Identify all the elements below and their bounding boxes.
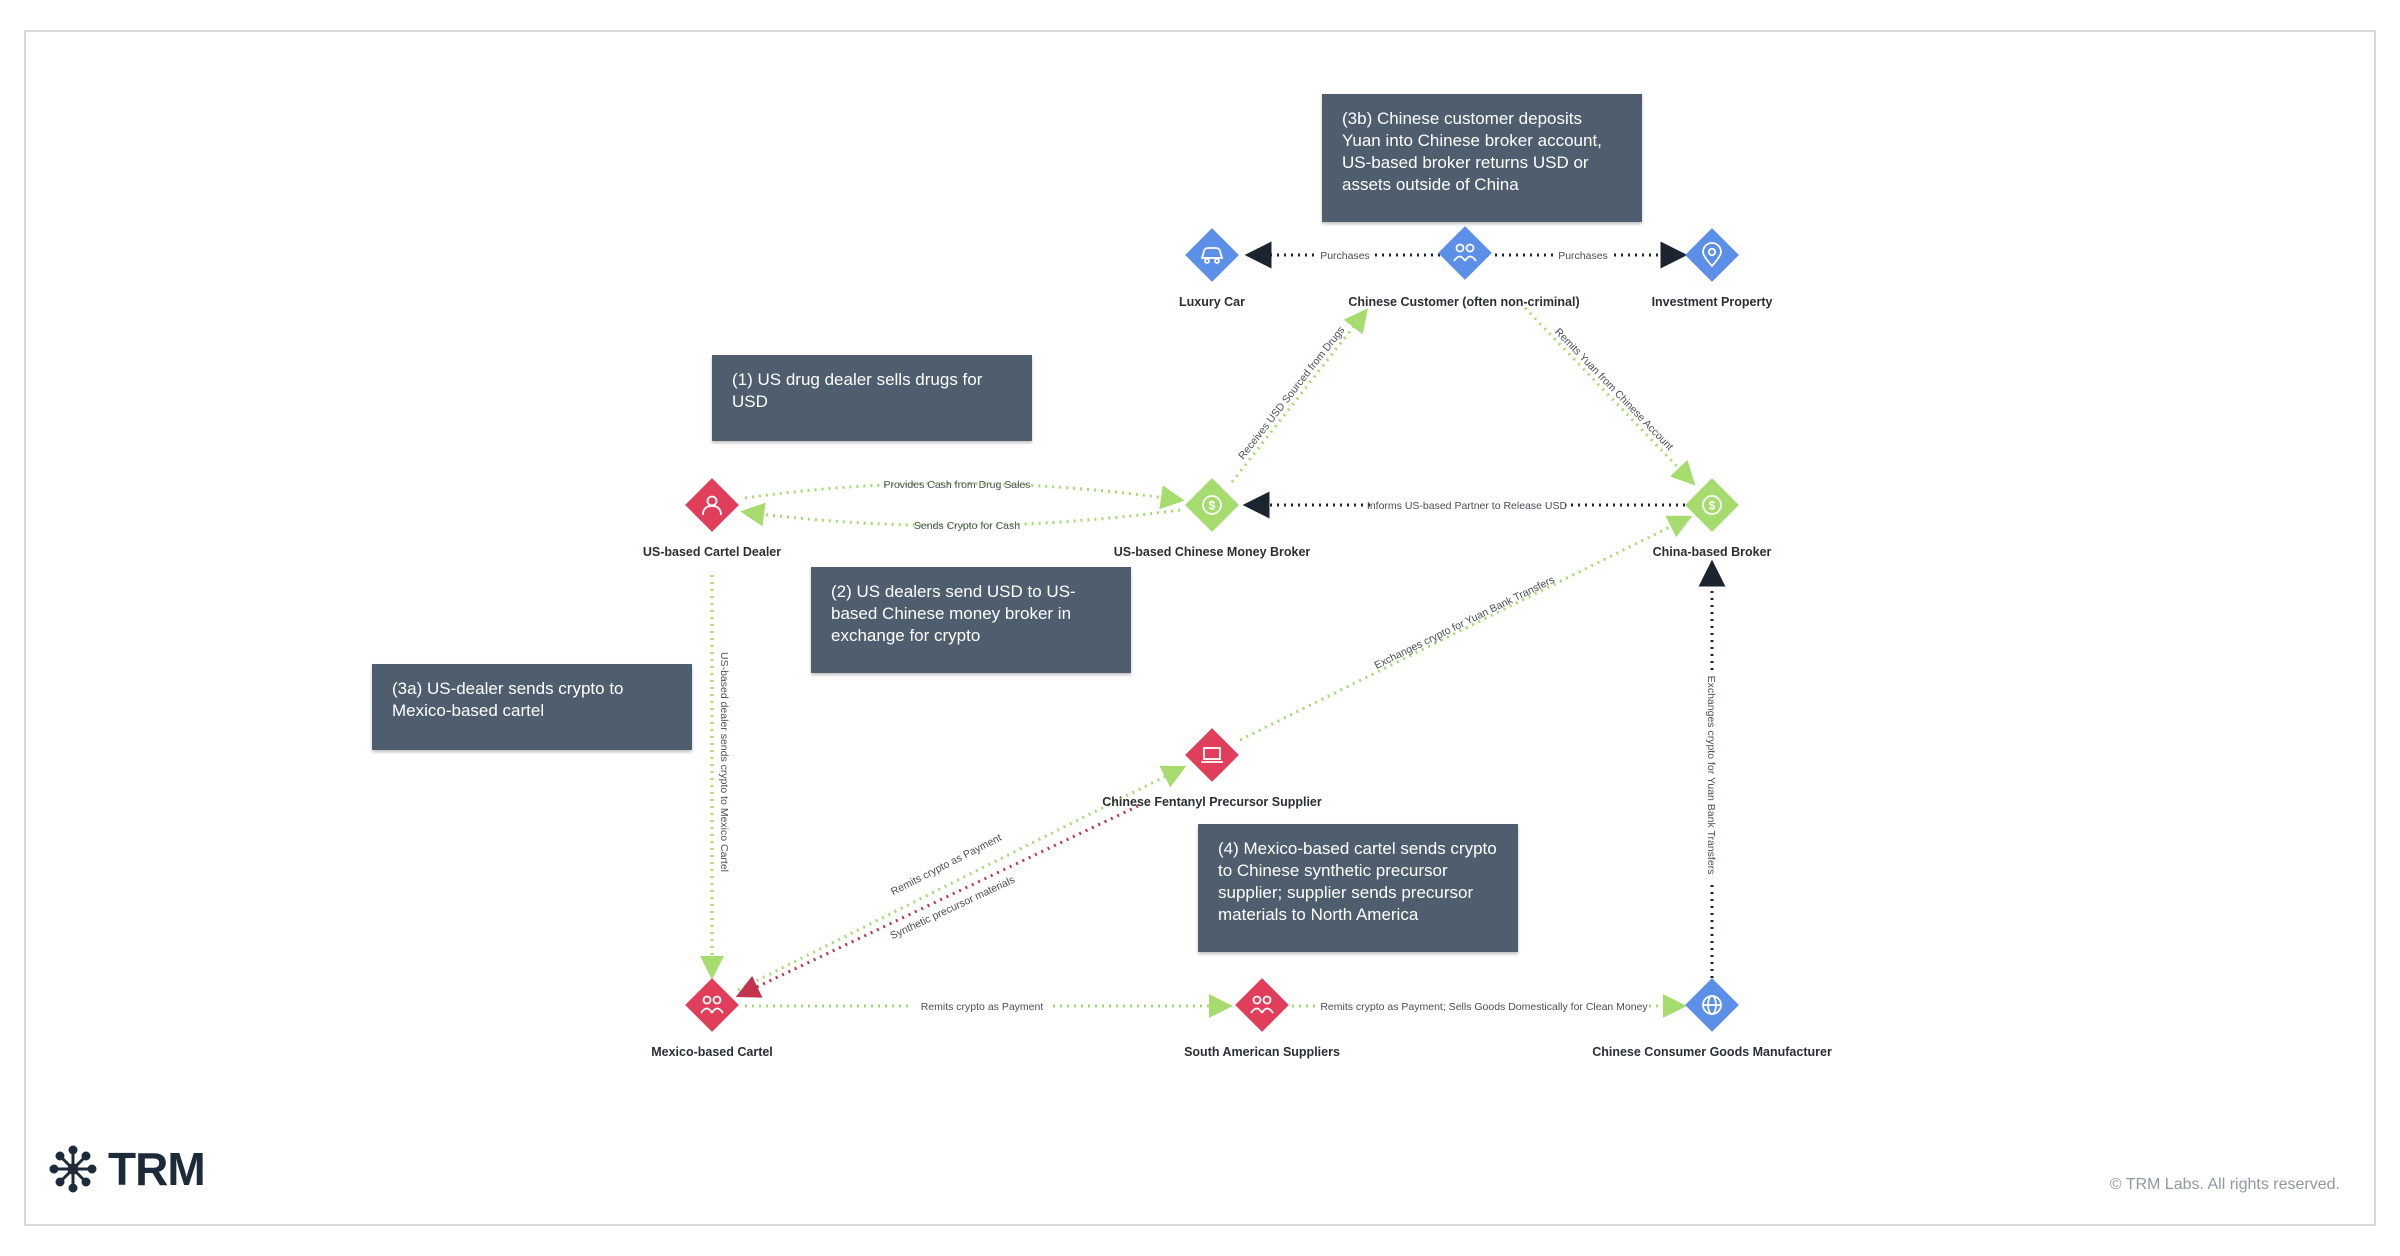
node-label-south-american-suppliers: South American Suppliers — [1184, 1045, 1340, 1059]
edge-dealer-to-cartel: US-based dealer sends crypto to Mexico C… — [700, 575, 730, 980]
dollar-icon: $ — [1702, 495, 1722, 515]
callout-step-3b: (3b) Chinese customer deposits Yuan into… — [1322, 94, 1642, 222]
node-china-broker: $ — [1685, 478, 1739, 532]
node-label-investment-property: Investment Property — [1651, 295, 1773, 309]
node-chinese-customer — [1438, 226, 1492, 280]
svg-text:$: $ — [1209, 499, 1216, 513]
node-investment-property — [1685, 228, 1739, 282]
dollar-icon: $ — [1202, 495, 1222, 515]
edge-remits-payment-goods: Remits crypto as Payment; Sells Goods Do… — [1292, 994, 1687, 1018]
edge-label-exchanges-crypto-manufacturer: Exchanges crypto for Yuan Bank Transfers — [1705, 676, 1717, 875]
node-us-money-broker: $ — [1185, 478, 1239, 532]
edge-label-dealer-to-cartel: US-based dealer sends crypto to Mexico C… — [718, 652, 730, 872]
edge-label-purchases-property: Purchases — [1558, 250, 1608, 262]
edge-synthetic-materials: Synthetic precursor materials — [735, 804, 1139, 998]
node-label-china-broker: China-based Broker — [1652, 545, 1772, 559]
edge-informs-partner: Informs US-based Partner to Release USD — [1242, 491, 1685, 519]
callout-step-2: (2) US dealers send USD to US-based Chin… — [811, 567, 1131, 673]
brand-name: TRM — [108, 1143, 206, 1195]
person-icon — [702, 495, 722, 516]
edge-purchases-car: Purchases — [1244, 241, 1440, 269]
callout-step-1: (1) US drug dealer sells drugs for USD — [712, 355, 1032, 441]
svg-text:$: $ — [1709, 499, 1716, 513]
edge-sends-crypto-cash: Sends Crypto for Cash — [740, 502, 1181, 532]
laptop-icon — [1201, 747, 1223, 763]
people-icon — [700, 995, 724, 1014]
edge-label-remits-payment-south: Remits crypto as Payment — [921, 1001, 1044, 1013]
node-label-us-cartel-dealer: US-based Cartel Dealer — [642, 545, 782, 559]
node-label-fentanyl-supplier: Chinese Fentanyl Precursor Supplier — [1102, 795, 1322, 809]
trm-brand: TRM — [48, 1142, 206, 1196]
node-south-american-suppliers — [1235, 978, 1289, 1032]
callout-step-4: (4) Mexico-based cartel sends crypto to … — [1198, 824, 1518, 952]
node-mexico-cartel — [685, 978, 739, 1032]
node-label-us-money-broker: US-based Chinese Money Broker — [1113, 545, 1311, 559]
edge-label-informs-partner: Informs US-based Partner to Release USD — [1367, 500, 1568, 512]
edge-label-remits-payment-goods: Remits crypto as Payment; Sells Goods Do… — [1320, 1001, 1648, 1013]
node-label-mexico-cartel: Mexico-based Cartel — [651, 1045, 773, 1059]
globe-icon — [1702, 995, 1722, 1015]
node-luxury-car — [1185, 228, 1239, 282]
edge-remits-yuan: Remits Yuan from Chinese Account — [1523, 306, 1696, 486]
edge-label-provides-cash: Provides Cash from Drug Sales — [883, 479, 1030, 491]
node-fentanyl-supplier — [1185, 728, 1239, 782]
node-label-luxury-car: Luxury Car — [1179, 295, 1245, 309]
car-icon — [1200, 247, 1224, 264]
edge-label-purchases-car: Purchases — [1320, 250, 1370, 262]
edge-label-sends-crypto-cash: Sends Crypto for Cash — [914, 520, 1020, 532]
diagram-frame — [24, 30, 2376, 1226]
people-icon — [1250, 995, 1274, 1014]
edge-exchanges-crypto-manufacturer: Exchanges crypto for Yuan Bank Transfers — [1698, 559, 1726, 978]
copyright-text: © TRM Labs. All rights reserved. — [2109, 1176, 2340, 1193]
node-label-chinese-customer: Chinese Customer (often non-criminal) — [1348, 295, 1580, 309]
edge-label-receives-usd: Receives USD Sourced from Drugs — [1236, 324, 1347, 462]
node-consumer-goods-manufacturer — [1685, 978, 1739, 1032]
people-icon — [1453, 243, 1477, 262]
edge-purchases-property: Purchases — [1495, 241, 1688, 269]
node-us-cartel-dealer — [685, 478, 739, 532]
callout-step-3a: (3a) US-dealer sends crypto to Mexico-ba… — [372, 664, 692, 750]
edge-label-exchanges-crypto-supplier: Exchanges crypto for Yuan Bank Transfers — [1373, 574, 1557, 672]
edge-label-remits-yuan: Remits Yuan from Chinese Account — [1552, 326, 1675, 453]
edge-provides-cash: Provides Cash from Drug Sales — [744, 479, 1185, 510]
trm-network-logo-icon — [49, 1145, 97, 1193]
location-pin-icon — [1702, 242, 1722, 268]
edge-receives-usd: Receives USD Sourced from Drugs — [1230, 308, 1368, 483]
node-label-consumer-goods-manufacturer: Chinese Consumer Goods Manufacturer — [1592, 1045, 1832, 1059]
edge-remits-payment-south: Remits crypto as Payment — [745, 994, 1233, 1018]
